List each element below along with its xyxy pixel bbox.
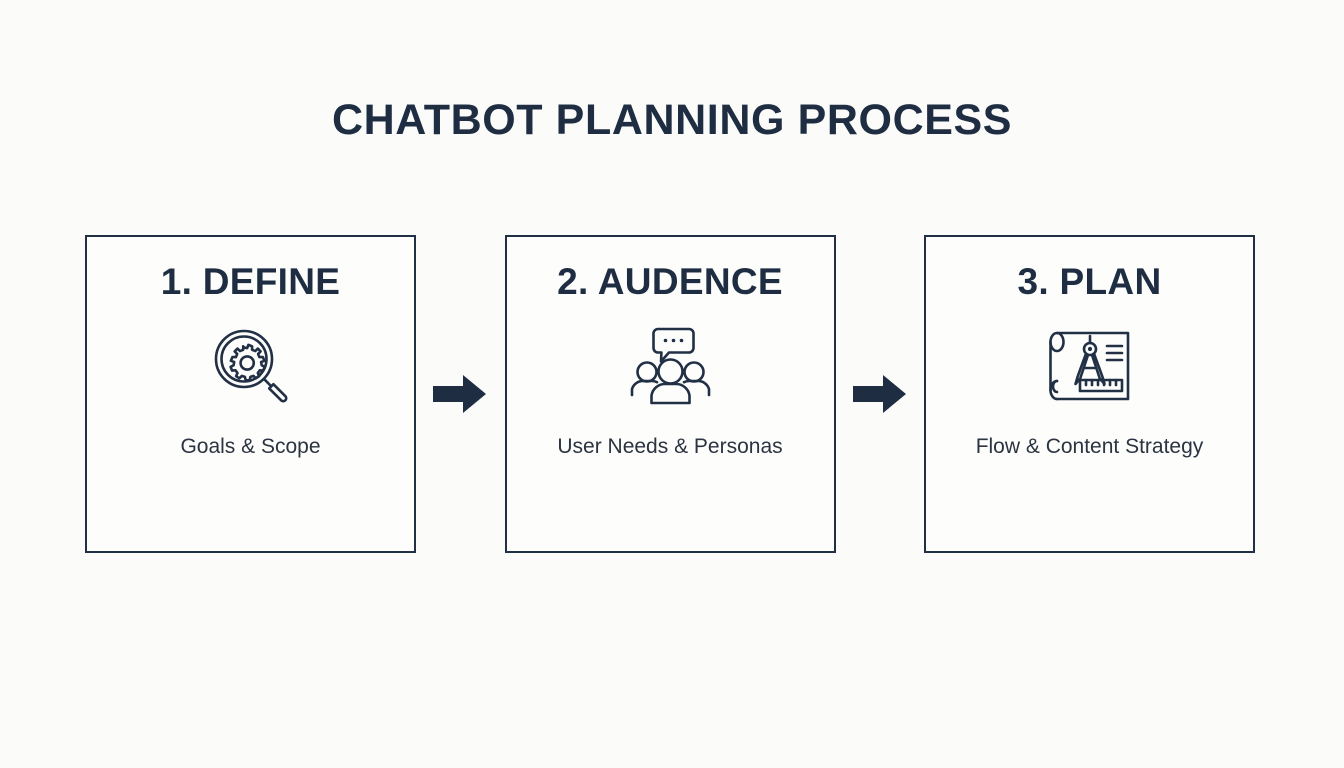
people-speech-bubble-icon xyxy=(627,320,713,412)
magnifier-gear-icon xyxy=(210,320,292,412)
step-card-plan[interactable]: 3. PLAN xyxy=(924,235,1255,553)
step-heading: 1. DEFINE xyxy=(160,261,341,302)
arrow-right-icon xyxy=(851,373,909,415)
blueprint-compass-icon xyxy=(1044,320,1136,412)
step-heading: 2. AUDENCE xyxy=(557,261,783,302)
step-caption: Flow & Content Strategy xyxy=(975,434,1204,458)
arrow-right-icon xyxy=(431,373,489,415)
step-card-audence[interactable]: 2. AUDENCE User Needs & Personas xyxy=(504,235,836,553)
step-caption: User Needs & Personas xyxy=(557,434,783,458)
step-card-define[interactable]: 1. DEFINE Goals & Scope xyxy=(85,235,416,553)
step-caption: Goals & Scope xyxy=(180,434,321,458)
step-heading: 3. PLAN xyxy=(1017,261,1162,302)
process-flow: 1. DEFINE Goals & Scope 2. AUDENCE xyxy=(85,235,1255,553)
page-title: CHATBOT PLANNING PROCESS xyxy=(331,96,1013,144)
